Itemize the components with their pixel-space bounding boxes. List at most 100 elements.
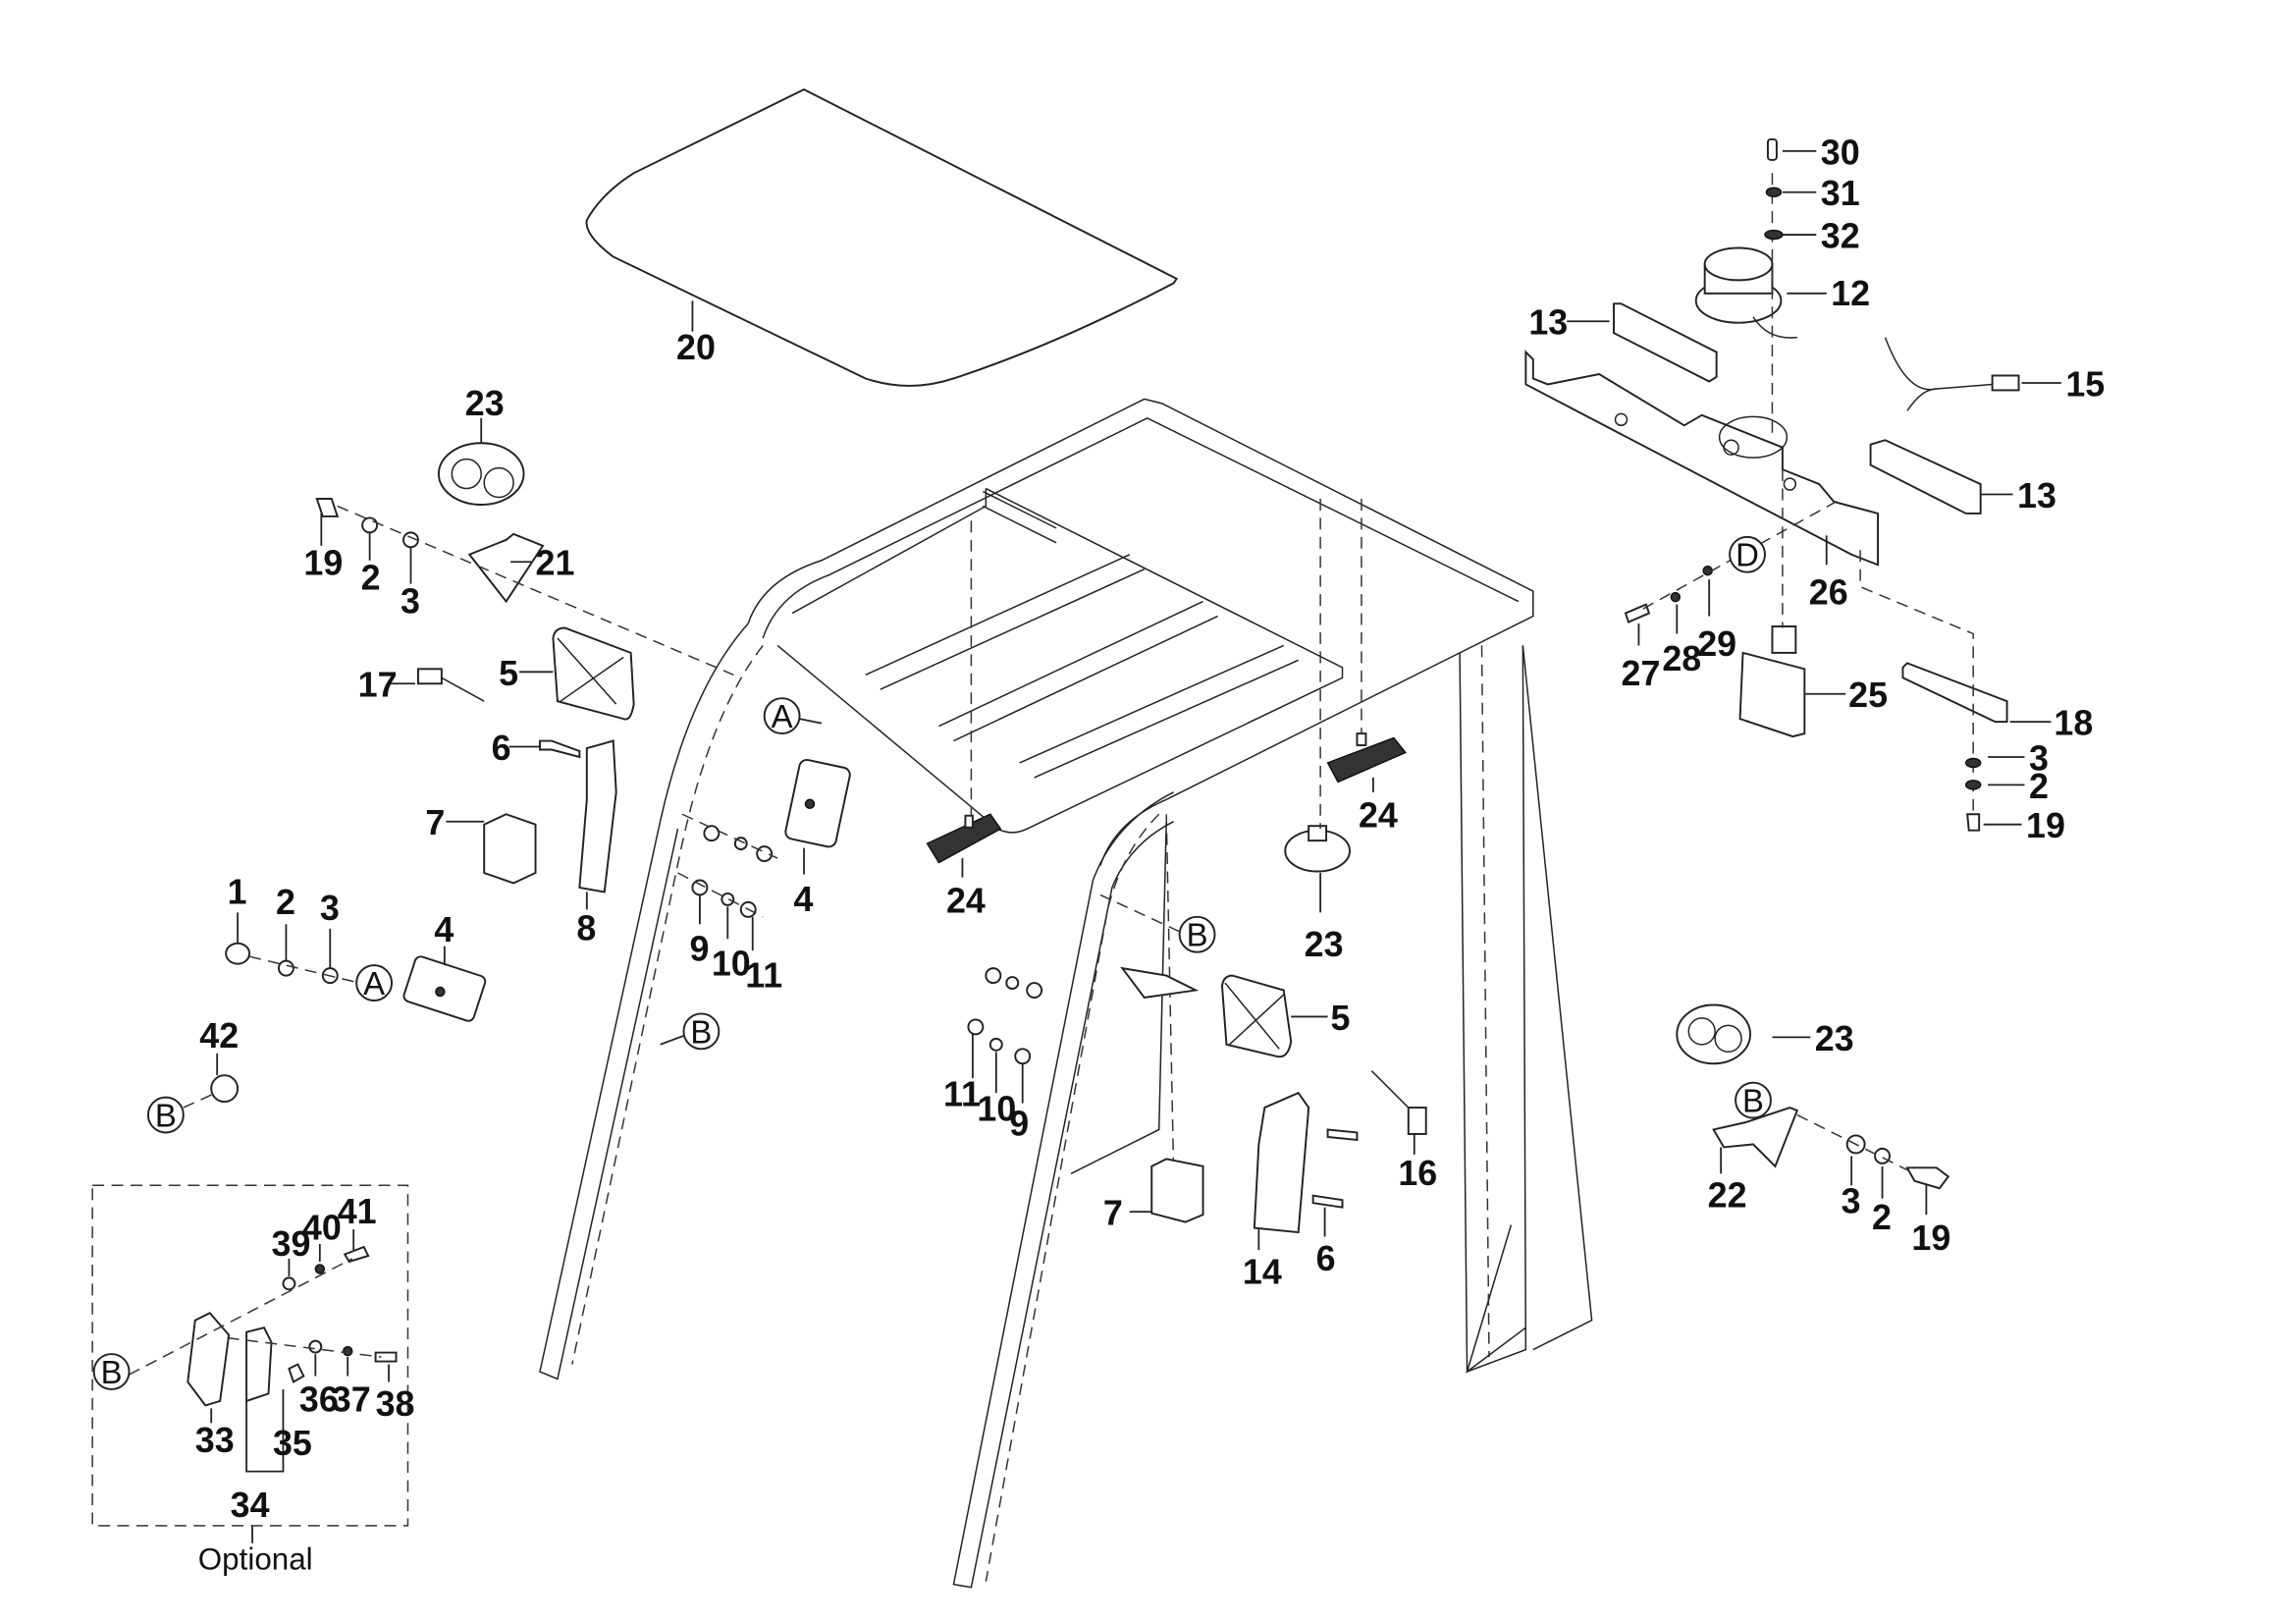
callout-13-right: 13	[2017, 476, 2056, 515]
right-light-axis	[1796, 1113, 1915, 1174]
callout-9-left: 9	[689, 930, 709, 969]
plate-axis	[1859, 550, 1974, 822]
callout-23-right: 23	[1815, 1019, 1854, 1058]
ref-marker-A-frame: A	[763, 697, 823, 734]
callout-22: 22	[1708, 1176, 1747, 1216]
callout-17: 17	[358, 666, 398, 705]
callout-2-left: 2	[361, 559, 381, 598]
callout-23-top-left: 23	[465, 384, 505, 423]
mirror-fasteners	[691, 825, 774, 918]
callout-27: 27	[1621, 654, 1660, 693]
callout-34: 34	[231, 1486, 270, 1525]
callout-11-left: 11	[745, 956, 782, 996]
ref-marker-B-post-right: B	[1099, 893, 1216, 953]
ref-marker-A-mirror: A	[355, 964, 394, 1001]
callout-19-right: 19	[1911, 1218, 1950, 1258]
roof-panel	[585, 88, 1179, 387]
callout-12: 12	[1831, 274, 1870, 313]
svg-text:B: B	[690, 1013, 712, 1050]
callout-7-left: 7	[425, 803, 445, 842]
ref-marker-B-right-light: B	[1735, 1081, 1772, 1119]
callout-28: 28	[1662, 639, 1701, 678]
svg-text:B: B	[155, 1097, 177, 1133]
callout-36: 36	[299, 1380, 339, 1419]
connector-16	[1370, 1070, 1427, 1135]
right-light-fasteners	[1845, 1134, 1950, 1190]
rear-light-bar-right	[1869, 439, 1982, 514]
callout-18: 18	[2054, 704, 2093, 743]
callout-30: 30	[1821, 133, 1860, 172]
callout-8: 8	[576, 909, 596, 948]
callout-39: 39	[271, 1224, 310, 1264]
callout-5-right: 5	[1331, 999, 1351, 1038]
left-fasteners	[315, 498, 419, 549]
lamp-bracket-8	[578, 739, 617, 893]
callout-3-plate: 3	[2029, 738, 2049, 778]
callout-20: 20	[676, 328, 716, 367]
left-bracket-axis	[337, 505, 734, 676]
mount-plate-frame	[1120, 966, 1200, 1000]
plug-42	[210, 1074, 240, 1104]
callout-9-right: 9	[1009, 1104, 1029, 1143]
mirror-left	[402, 955, 487, 1022]
head-lamp-left	[552, 626, 635, 721]
callout-4-right: 4	[794, 880, 814, 919]
bolt-6-left	[539, 739, 581, 759]
callout-6-left: 6	[492, 729, 511, 768]
callout-35: 35	[273, 1424, 312, 1463]
callout-19-plate: 19	[2026, 806, 2065, 845]
svg-text:B: B	[1742, 1083, 1764, 1119]
callout-11-right: 11	[943, 1075, 981, 1114]
mirror-axis-2	[677, 872, 764, 918]
callout-15: 15	[2065, 364, 2105, 404]
callout-25: 25	[1848, 676, 1888, 715]
svg-text:D: D	[1735, 537, 1759, 573]
callout-2-plate: 2	[2029, 767, 2049, 806]
callout-4-left: 4	[434, 910, 454, 949]
ref-marker-B-post-left: B	[660, 1012, 721, 1050]
callout-13-left: 13	[1528, 303, 1568, 343]
turn-signal-right	[1150, 1158, 1204, 1223]
led-light-right	[1326, 732, 1407, 784]
svg-text:B: B	[1187, 917, 1208, 953]
callout-2-right: 2	[1872, 1198, 1892, 1237]
callout-37: 37	[332, 1380, 371, 1419]
callout-16: 16	[1398, 1154, 1437, 1193]
callout-3-left: 3	[400, 582, 420, 622]
callout-10-left: 10	[712, 945, 751, 984]
optional-label: Optional	[198, 1543, 313, 1577]
callouts: 30 31 32 12 13 13 15 20 23 19 2 3 21 17 …	[195, 133, 2105, 1576]
callout-41: 41	[338, 1192, 377, 1231]
work-light-right	[1676, 1003, 1751, 1065]
callout-40: 40	[302, 1209, 342, 1248]
callout-3-mirror: 3	[320, 889, 340, 928]
connector-17	[416, 668, 485, 702]
ref-marker-D: D	[1729, 535, 1766, 573]
plate-fasteners	[1964, 757, 1982, 832]
rear-light-bar-left	[1613, 302, 1718, 383]
callout-1: 1	[228, 872, 247, 911]
lamp-bracket-14	[1253, 1091, 1310, 1234]
callout-42: 42	[199, 1016, 239, 1056]
wire-harness-15	[1884, 337, 2020, 411]
overhead-guard-frame	[539, 398, 1593, 1589]
callout-5-left: 5	[499, 654, 518, 693]
mounting-plate	[1901, 662, 2008, 724]
light-bracket-21	[467, 532, 545, 604]
callout-32: 32	[1821, 217, 1860, 256]
beacon-fasteners	[1764, 137, 1784, 241]
callout-24-right: 24	[1359, 796, 1398, 836]
beacon-lamp	[1694, 246, 1797, 339]
mirror-axis-1	[681, 813, 778, 859]
led-light-left	[926, 813, 1002, 864]
optional-group	[91, 1184, 409, 1543]
callout-33: 33	[195, 1421, 235, 1460]
mirror-right	[784, 758, 851, 848]
callout-3-right: 3	[1842, 1182, 1861, 1221]
callout-19-left: 19	[303, 544, 343, 583]
callout-29: 29	[1697, 624, 1736, 664]
mirror-left-fasteners	[225, 942, 339, 985]
callout-14: 14	[1243, 1252, 1282, 1291]
callout-38: 38	[376, 1384, 415, 1424]
